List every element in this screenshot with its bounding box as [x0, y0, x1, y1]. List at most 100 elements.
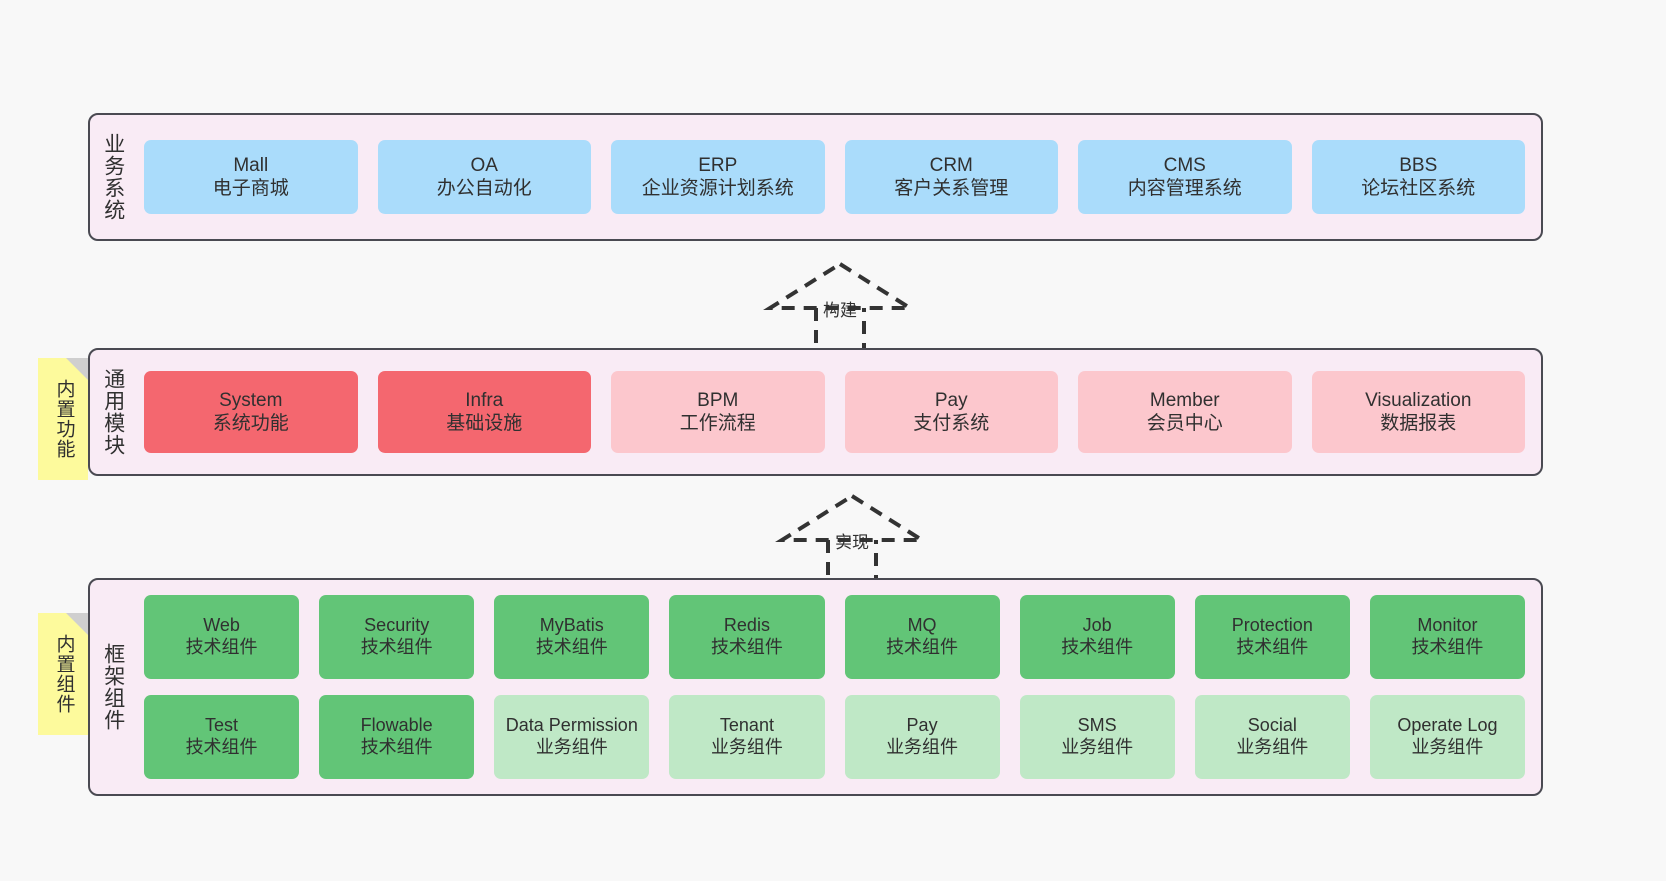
box-title-cn: 会员中心 [1146, 413, 1223, 434]
box-infra[interactable]: Infra 基础设施 [377, 371, 591, 453]
box-data-permission[interactable]: Data Permission 业务组件 [494, 695, 650, 779]
box-mq[interactable]: MQ 技术组件 [844, 595, 1000, 679]
connector-label-implement: 实现 [835, 533, 869, 552]
box-tenant[interactable]: Tenant 业务组件 [669, 695, 825, 779]
box-title-cn: 技术组件 [710, 637, 783, 657]
box-visualization[interactable]: Visualization 数据报表 [1311, 371, 1525, 453]
sticky-note-builtin-components[interactable]: 内置组件 [38, 613, 88, 735]
box-title-en: System [219, 389, 283, 411]
box-title-cn: 业务组件 [886, 737, 959, 757]
box-system[interactable]: System 系统功能 [144, 371, 358, 453]
box-protection[interactable]: Protection 技术组件 [1194, 595, 1350, 679]
box-title-cn: 系统功能 [212, 413, 289, 434]
box-title-cn: 技术组件 [185, 737, 258, 757]
box-title-cn: 业务组件 [1236, 737, 1309, 757]
box-web[interactable]: Web 技术组件 [144, 595, 300, 679]
box-title-en: Member [1149, 389, 1220, 411]
sticky-note-builtin-features[interactable]: 内置功能 [38, 358, 88, 480]
box-title-en: Redis [723, 615, 770, 636]
box-title-cn: 技术组件 [360, 637, 433, 657]
box-row: Mall 电子商城 OA 办公自动化 ERP 企业资源计划系统 CRM 客户关系… [144, 140, 1525, 214]
box-title-en: Tenant [719, 715, 774, 736]
box-title-cn: 企业资源计划系统 [641, 178, 794, 199]
box-title-en: Protection [1231, 615, 1313, 636]
layer-framework-components[interactable]: 框架组件 Web 技术组件 Security 技术组件 MyBatis 技术组件… [88, 578, 1543, 796]
box-title-en: ERP [698, 154, 738, 176]
box-redis[interactable]: Redis 技术组件 [669, 595, 825, 679]
box-title-en: Visualization [1365, 389, 1472, 411]
box-title-en: CRM [929, 154, 973, 176]
box-crm[interactable]: CRM 客户关系管理 [844, 140, 1058, 214]
box-title-en: Infra [465, 389, 504, 411]
box-title-cn: 论坛社区系统 [1361, 178, 1476, 199]
box-title-en: Pay [906, 715, 938, 736]
layer-business-systems[interactable]: 业务系统 Mall 电子商城 OA 办公自动化 ERP 企业资源计划系统 CRM… [88, 113, 1543, 241]
box-title-en: Data Permission [505, 715, 638, 736]
box-bbs[interactable]: BBS 论坛社区系统 [1311, 140, 1525, 214]
box-title-cn: 业务组件 [1061, 737, 1134, 757]
folded-corner-icon [66, 358, 88, 380]
box-title-cn: 技术组件 [1411, 637, 1484, 657]
box-sms[interactable]: SMS 业务组件 [1019, 695, 1175, 779]
box-title-cn: 电子商城 [212, 178, 289, 199]
layer-title-framework: 框架组件 [101, 643, 125, 731]
box-pay-component[interactable]: Pay 业务组件 [844, 695, 1000, 779]
box-title-en: Security [364, 615, 430, 636]
box-title-cn: 技术组件 [360, 737, 433, 757]
box-social[interactable]: Social 业务组件 [1194, 695, 1350, 779]
box-title-cn: 客户关系管理 [894, 178, 1009, 199]
box-title-cn: 技术组件 [1236, 637, 1309, 657]
box-title-en: MyBatis [539, 615, 604, 636]
layer-title-common: 通用模块 [101, 368, 125, 456]
sticky-note-label: 内置功能 [53, 379, 75, 459]
box-title-cn: 技术组件 [1061, 637, 1134, 657]
box-title-en: MQ [907, 615, 937, 636]
sticky-note-label: 内置组件 [53, 634, 75, 714]
box-title-en: Test [205, 715, 239, 736]
layer-common-modules[interactable]: 通用模块 System 系统功能 Infra 基础设施 BPM 工作流程 Pay… [88, 348, 1543, 476]
box-job[interactable]: Job 技术组件 [1019, 595, 1175, 679]
box-title-cn: 数据报表 [1380, 413, 1457, 434]
box-title-cn: 内容管理系统 [1127, 178, 1242, 199]
layer-body-framework: Web 技术组件 Security 技术组件 MyBatis 技术组件 Redi… [136, 580, 1541, 794]
box-title-en: Pay [934, 389, 968, 411]
box-row: Test 技术组件 Flowable 技术组件 Data Permission … [144, 695, 1525, 779]
box-monitor[interactable]: Monitor 技术组件 [1369, 595, 1525, 679]
connector-implement: 实现 [772, 490, 932, 586]
connector-build: 构建 [760, 258, 920, 354]
folded-corner-icon [66, 613, 88, 635]
layer-title-business: 业务系统 [101, 133, 125, 221]
box-title-cn: 办公自动化 [436, 178, 532, 199]
box-member[interactable]: Member 会员中心 [1078, 371, 1292, 453]
box-erp[interactable]: ERP 企业资源计划系统 [611, 140, 825, 214]
box-cms[interactable]: CMS 内容管理系统 [1078, 140, 1292, 214]
box-title-en: Operate Log [1397, 715, 1498, 736]
box-title-en: BBS [1399, 154, 1438, 176]
box-security[interactable]: Security 技术组件 [319, 595, 475, 679]
box-title-cn: 业务组件 [710, 737, 783, 757]
box-mall[interactable]: Mall 电子商城 [144, 140, 358, 214]
box-pay-module[interactable]: Pay 支付系统 [844, 371, 1058, 453]
box-mybatis[interactable]: MyBatis 技术组件 [494, 595, 650, 679]
box-flowable[interactable]: Flowable 技术组件 [319, 695, 475, 779]
box-title-en: Web [203, 615, 240, 636]
box-title-en: OA [470, 154, 498, 176]
box-title-cn: 支付系统 [913, 413, 990, 434]
box-title-en: SMS [1077, 715, 1117, 736]
box-title-en: Monitor [1417, 615, 1478, 636]
box-oa[interactable]: OA 办公自动化 [377, 140, 591, 214]
box-title-en: Flowable [360, 715, 433, 736]
box-title-en: Social [1247, 715, 1297, 736]
box-title-cn: 工作流程 [679, 413, 756, 434]
box-title-cn: 业务组件 [535, 737, 608, 757]
connector-label-build: 构建 [823, 301, 857, 320]
box-title-cn: 技术组件 [886, 637, 959, 657]
box-row: Web 技术组件 Security 技术组件 MyBatis 技术组件 Redi… [144, 595, 1525, 679]
box-test[interactable]: Test 技术组件 [144, 695, 300, 779]
box-title-en: Job [1082, 615, 1112, 636]
box-operate-log[interactable]: Operate Log 业务组件 [1369, 695, 1525, 779]
box-title-en: CMS [1163, 154, 1206, 176]
box-bpm[interactable]: BPM 工作流程 [611, 371, 825, 453]
box-title-cn: 业务组件 [1411, 737, 1484, 757]
